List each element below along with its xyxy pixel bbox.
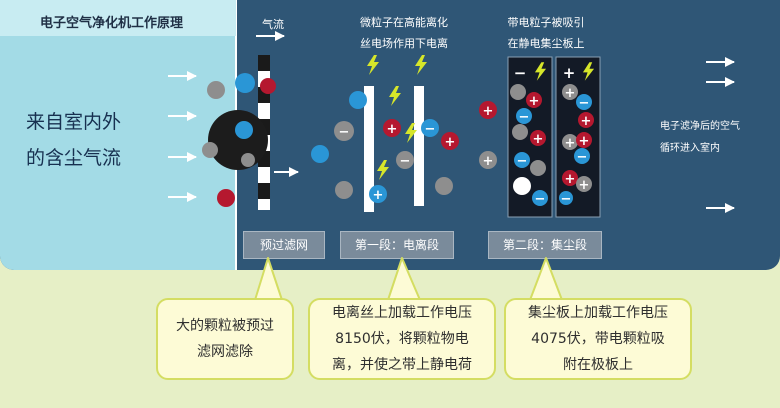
particle-neutral <box>207 81 225 99</box>
ionizing-wire <box>364 86 374 212</box>
particle-blue <box>235 73 255 93</box>
particle-neutral <box>202 142 218 158</box>
stage-label-collection: 第二段：集尘段 <box>488 231 602 259</box>
ion-positive <box>530 130 546 146</box>
svg-text:+: + <box>483 154 494 169</box>
svg-text:−: − <box>339 125 350 140</box>
plate-sign-positive: + <box>563 64 576 82</box>
ion-negative <box>421 119 439 137</box>
diagram-frame: − + − + − + − + + + + − + <box>0 0 780 270</box>
particle-neutral <box>510 84 526 100</box>
particle-neutral <box>335 181 353 199</box>
ionization-caption: 微粒子在高能离化 丝电场作用下电离 <box>360 16 448 50</box>
ion-negative <box>576 94 592 110</box>
ion-negative <box>532 190 548 206</box>
particle-red <box>217 189 235 207</box>
particle-white <box>513 177 531 195</box>
ion-positive <box>562 84 578 100</box>
inflow-arrows <box>168 71 197 202</box>
callout-collection: 集尘板上加载工作电压 4075伏，带电颗粒吸 附在极板上 <box>504 298 692 380</box>
plate-sign-negative: − <box>514 64 527 82</box>
title-bar <box>0 0 236 36</box>
callout-prefilter: 大的颗粒被预过 滤网滤除 <box>156 298 294 380</box>
svg-text:+: + <box>533 132 544 147</box>
svg-text:−: − <box>577 150 588 165</box>
stage-label-ionization: 第一段：电离段 <box>340 231 454 259</box>
page-title: 电子空气净化机工作原理 <box>40 16 184 31</box>
particle-neutral <box>530 160 546 176</box>
ion-positive <box>578 112 594 128</box>
particle-blue <box>235 121 253 139</box>
particle-red <box>260 78 276 94</box>
svg-text:−: − <box>519 110 530 125</box>
ion-positive <box>576 132 592 148</box>
ion-positive <box>383 119 401 137</box>
svg-text:+: + <box>483 104 494 119</box>
stage-label-prefilter: 预过滤网 <box>243 231 325 259</box>
ion-negative <box>514 152 530 168</box>
ion-negative <box>516 108 532 124</box>
svg-text:−: − <box>535 192 546 207</box>
charge-signs: − + − + − + + + + − + − − + − + + + − + … <box>339 86 592 207</box>
svg-text:+: + <box>579 134 590 149</box>
ion-positive <box>562 170 578 186</box>
ion-positive <box>526 92 542 108</box>
ion-negative <box>574 148 590 164</box>
intake-zone <box>0 0 236 270</box>
svg-text:+: + <box>387 122 398 137</box>
svg-text:−: − <box>400 154 411 169</box>
svg-text:+: + <box>373 188 384 203</box>
airflow-source-label: 来自室内外 的含尘气流 <box>26 111 122 169</box>
ion-negative <box>396 151 414 169</box>
particle-neutral <box>435 177 453 195</box>
particle-neutral <box>241 153 255 167</box>
outflow-arrows <box>706 57 735 213</box>
svg-text:+: + <box>565 86 576 101</box>
diagram-canvas: − + − + − + − + + + + − + <box>0 0 780 270</box>
ion-positive <box>479 151 497 169</box>
svg-text:+: + <box>581 114 592 129</box>
callout-ionization: 电离丝上加载工作电压 8150伏，将颗粒物电 离，并使之带上静电荷 <box>308 298 496 380</box>
svg-text:+: + <box>565 172 576 187</box>
ion-negative <box>559 191 573 205</box>
collection-caption: 带电粒子被吸引 在静电集尘板上 <box>507 16 585 50</box>
output-caption: 电子滤净后的空气 循环进入室内 <box>660 121 740 154</box>
ion-positive <box>441 132 459 150</box>
particle-blue <box>349 91 367 109</box>
svg-text:+: + <box>445 135 456 150</box>
ion-positive <box>576 176 592 192</box>
svg-text:+: + <box>579 178 590 193</box>
particle-blue <box>311 145 329 163</box>
svg-text:−: − <box>517 154 528 169</box>
large-dust-particle <box>208 110 268 170</box>
svg-text:−: − <box>561 192 572 207</box>
ionizing-wire <box>414 86 424 206</box>
particle-neutral <box>334 121 354 141</box>
svg-text:+: + <box>529 94 540 109</box>
svg-text:+: + <box>565 136 576 151</box>
svg-text:−: − <box>425 122 436 137</box>
airflow-label: 气流 <box>262 18 284 31</box>
ion-positive <box>562 134 578 150</box>
svg-text:−: − <box>579 96 590 111</box>
ion-positive <box>369 185 387 203</box>
ion-positive <box>479 101 497 119</box>
particle-neutral <box>512 124 528 140</box>
